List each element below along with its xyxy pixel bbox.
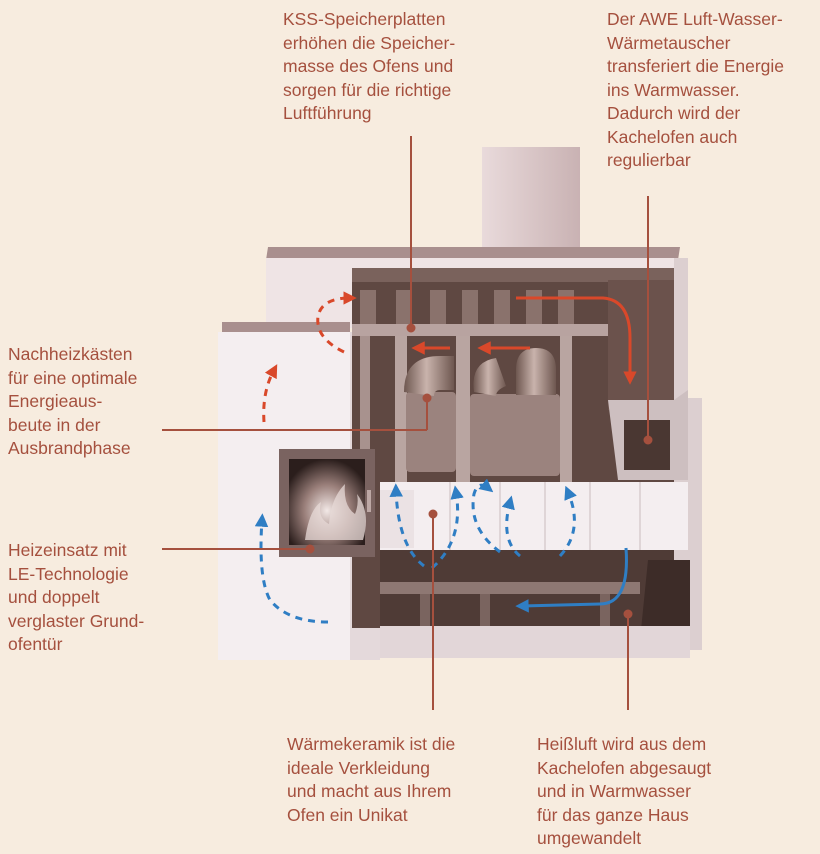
leader-dot	[428, 509, 438, 519]
lower-shelf	[380, 582, 640, 594]
cool-air-arrow-dashed	[558, 485, 577, 558]
hot-air-arrow-dashed	[262, 364, 278, 423]
exchanger-housing	[608, 280, 674, 410]
cool-air-arrows	[254, 478, 628, 624]
cool-air-arrow-dashed	[431, 485, 464, 570]
leader-dot	[422, 393, 432, 403]
afterheat-boxes	[404, 348, 560, 476]
top-slab	[266, 247, 680, 260]
storage-plate	[526, 290, 542, 332]
hot-air-arrow	[516, 296, 637, 385]
callout-kss-storage-plates: KSS-Speicherplatten erhöhen die Speicher…	[283, 9, 456, 123]
base-plinth	[380, 626, 690, 658]
extraction-duct	[640, 560, 690, 640]
left-block-top	[222, 322, 350, 334]
cool-air-arrow-dashed	[471, 478, 501, 554]
callout-afterheat-boxes: Nachheizkästen für eine optimale Energie…	[8, 344, 138, 458]
inner-plate	[456, 336, 470, 486]
storage-plate	[558, 290, 574, 332]
inner-plate	[395, 336, 407, 496]
hot-air-arrows	[262, 291, 637, 423]
storage-plate	[462, 290, 478, 332]
callout-heat-ceramic: Wärmekeramik ist die ideale Verkleidung …	[287, 734, 456, 825]
ceramic-tile-band	[380, 482, 688, 550]
top-rail	[352, 268, 674, 282]
tile-front-panel	[380, 490, 414, 548]
storage-plate	[430, 290, 446, 332]
leader-dot	[305, 544, 315, 554]
storage-plates	[352, 268, 674, 336]
leader-dot	[623, 609, 633, 619]
fire-flames	[305, 484, 366, 540]
hot-air-arrow-dashed	[316, 291, 357, 354]
storage-plate	[494, 290, 510, 332]
afterheat-box-left	[406, 392, 456, 472]
horizontal-storage-plate	[352, 324, 622, 336]
chimney	[482, 147, 580, 259]
pipe-elbow-center	[473, 358, 506, 396]
callout-heating-insert: Heizeinsatz mit LE-Technologie und doppe…	[8, 540, 145, 654]
heating-insert	[279, 449, 375, 557]
stove-body	[218, 147, 702, 660]
storage-plate	[360, 290, 376, 332]
callout-awe-heat-exchanger: Der AWE Luft-Wasser- Wärmetauscher trans…	[607, 9, 785, 170]
storage-plate	[396, 290, 412, 332]
lower-post	[600, 594, 610, 630]
callout-hot-air-extraction: Heißluft wird aus dem Kachelofen abgesau…	[537, 734, 712, 848]
cool-air-arrow-dashed	[389, 483, 425, 568]
tile-band	[380, 482, 688, 550]
firebox-handle	[367, 490, 371, 512]
inner-plate	[360, 336, 370, 496]
cool-air-arrow	[515, 547, 628, 613]
pipe-elbow-left	[404, 356, 454, 396]
lower-post	[420, 594, 430, 630]
inner-plate	[560, 336, 572, 486]
afterheat-box-center	[470, 394, 560, 476]
leader-dot	[406, 323, 416, 333]
cool-air-arrow-dashed	[501, 495, 521, 558]
pipe-dome-right	[516, 348, 556, 395]
leader-dot	[643, 435, 653, 445]
leader-lines	[162, 136, 653, 710]
lower-post	[480, 594, 490, 630]
